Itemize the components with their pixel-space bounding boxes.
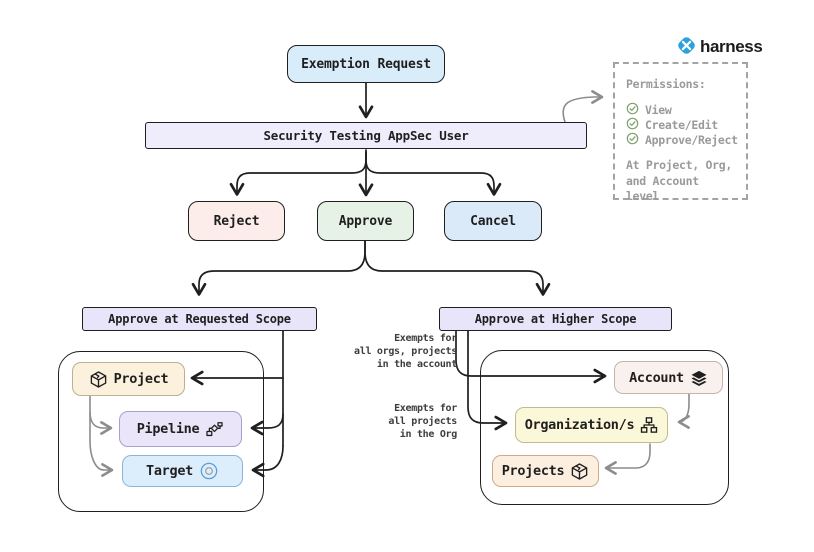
- pipeline-node: Pipeline: [119, 411, 242, 447]
- account-node: Account: [614, 361, 723, 394]
- annotation-account-scope: Exempts for all orgs, projects in the ac…: [354, 333, 457, 370]
- check-circle-icon: [626, 132, 639, 148]
- target-icon: [199, 461, 219, 481]
- reject-node: Reject: [188, 201, 285, 241]
- higher-scope-container: [480, 350, 729, 505]
- projects-label: Projects: [501, 463, 565, 479]
- pipeline-label: Pipeline: [136, 421, 200, 437]
- account-label: Account: [629, 369, 684, 386]
- org-chart-icon: [640, 416, 658, 434]
- higher-scope-header: Approve at Higher Scope: [439, 307, 672, 331]
- project-node: Project: [72, 362, 185, 396]
- permissions-panel: Permissions: View Create/Edit Approve/Re…: [613, 62, 748, 203]
- cube-icon: [570, 462, 589, 481]
- permissions-scope-note: At Project, Org, and Account level: [626, 158, 732, 204]
- organizations-node: Organization/s: [515, 407, 668, 443]
- projects-node: Projects: [492, 455, 599, 487]
- check-circle-icon: [626, 117, 639, 133]
- annotation-org-scope: Exempts for all projects in the Org: [388, 403, 457, 440]
- permission-item: Approve/Reject: [626, 132, 738, 148]
- cancel-node: Cancel: [444, 201, 542, 241]
- check-circle-icon: [626, 102, 639, 118]
- harness-logo: harness: [676, 35, 763, 60]
- appsec-user-node: Security Testing AppSec User: [145, 122, 587, 149]
- requested-scope-header: Approve at Requested Scope: [82, 307, 317, 331]
- cube-icon: [89, 370, 108, 389]
- permission-item: View: [626, 102, 737, 117]
- target-label: Target: [146, 463, 193, 479]
- approve-node: Approve: [317, 201, 414, 241]
- project-label: Project: [113, 371, 169, 387]
- permission-label: Approve/Reject: [645, 132, 738, 147]
- harness-logo-icon: [676, 35, 697, 60]
- exemption-request-node: Exemption Request: [287, 45, 445, 83]
- permission-label: View: [645, 102, 672, 117]
- requested-scope-container: [58, 351, 264, 512]
- permission-label: Create/Edit: [645, 117, 718, 132]
- permissions-title: Permissions:: [626, 77, 706, 91]
- permission-item: Create/Edit: [626, 117, 737, 132]
- organizations-label: Organization/s: [524, 417, 635, 433]
- layers-icon: [690, 369, 708, 387]
- pipeline-icon: [205, 420, 224, 439]
- target-node: Target: [122, 455, 243, 487]
- harness-logo-text: harness: [700, 37, 763, 56]
